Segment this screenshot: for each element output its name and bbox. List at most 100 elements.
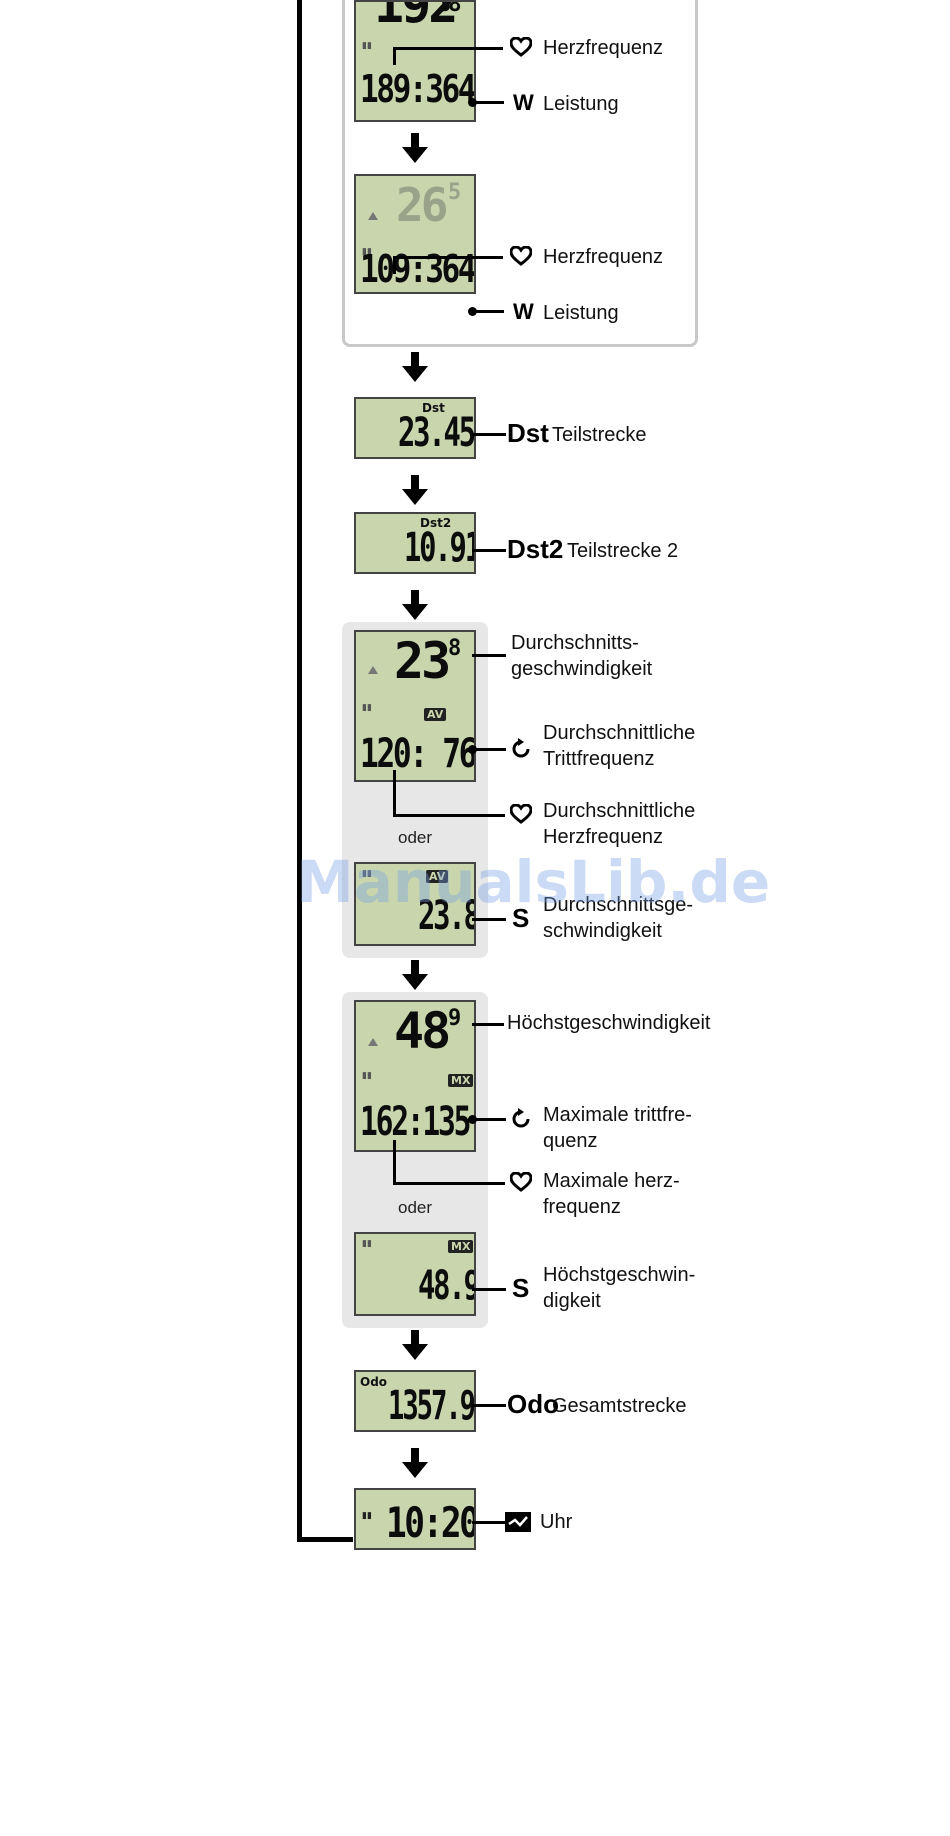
lcd-max-s-value: 48.9 [418, 1263, 476, 1309]
lcd-unit-marker: ▮▮ [362, 41, 372, 51]
heart-icon [510, 37, 532, 57]
connector-dot [468, 98, 477, 107]
label-dst2-symbol: Dst2 [507, 534, 564, 564]
heart-icon [510, 1172, 532, 1192]
lcd-hr-power: 189:364 [360, 67, 475, 111]
lcd-power-1: 192 38 ▮▮ 189:364 [354, 0, 476, 122]
lcd-avg-speed: 23 [394, 632, 451, 690]
lcd-power-2: 26 5 ▮▮ 109:364 [354, 174, 476, 294]
label-or: oder [398, 828, 433, 847]
label-avg-heart-rate: Durchschnittliche [543, 800, 696, 822]
lcd-mx-badge: MX [448, 1240, 474, 1253]
connector-dot [468, 745, 477, 754]
label-max-cadence: Maximale trittfre- [543, 1104, 692, 1126]
label-trip-distance-2: Teilstrecke 2 [567, 540, 679, 562]
label-dst-symbol: Dst [507, 418, 549, 448]
connector-power-1 [472, 101, 504, 104]
arrow-down-icon [402, 1330, 428, 1360]
label-avg-cadence: Durchschnittliche [543, 722, 696, 744]
clock-icon [505, 1512, 531, 1532]
flow-line-vertical [297, 0, 302, 1542]
label-w-symbol: W [513, 90, 534, 115]
connector-dot [468, 307, 477, 316]
lcd-clock-value: 10:20 [386, 1498, 476, 1547]
label-avg-speed-2: geschwindigkeit [511, 658, 653, 680]
label-avg-speed: Durchschnitts- [511, 632, 639, 654]
arrow-down-icon [402, 1448, 428, 1478]
connector-max-hr-drop [393, 1140, 396, 1185]
lcd-clock: ▮▮ 10:20 [354, 1488, 476, 1550]
connector-avg-hr-drop [393, 770, 396, 817]
label-max-s-2: digkeit [543, 1290, 601, 1312]
cadence-icon [512, 738, 530, 758]
lcd-speed: 192 [374, 0, 458, 34]
lcd-speed-decimal: 38 [438, 0, 461, 17]
lcd-arrow-indicator [368, 212, 378, 220]
lcd-speed: 26 [396, 178, 448, 232]
lcd-arrow-indicator [368, 666, 378, 674]
lcd-odo-value: 1357.9 [388, 1383, 475, 1429]
lcd-dst-header: Dst [422, 401, 445, 415]
label-max-heart-rate: Maximale herz- [543, 1170, 680, 1192]
connector-hr-1-drop [393, 47, 396, 65]
connector-hr-2-drop [393, 256, 396, 274]
lcd-speed-decimal: 5 [448, 180, 461, 205]
label-avg-s: Durchschnittsge- [543, 894, 694, 916]
label-avg-cadence-2: Trittfrequenz [543, 748, 655, 770]
connector-avg-speed [472, 654, 506, 657]
label-heart-rate: Herzfrequenz [543, 37, 664, 59]
connector-avg-hr [393, 814, 505, 817]
connector-dst [472, 433, 506, 436]
connector-power-2 [472, 310, 504, 313]
label-w-symbol: W [513, 299, 534, 324]
lcd-unit-marker: ▮▮ [362, 1239, 372, 1249]
lcd-maximum-s: ▮▮ MX 48.9 [354, 1232, 476, 1316]
lcd-average: 23 8 ▮▮ AV 120: 76 [354, 630, 476, 782]
connector-hr-2 [393, 256, 503, 259]
label-power: Leistung [543, 302, 619, 324]
label-max-s: Höchstgeschwin- [543, 1264, 696, 1286]
lcd-av-badge: AV [424, 708, 447, 721]
label-power: Leistung [543, 93, 619, 115]
label-or: oder [398, 1198, 433, 1217]
lcd-clock-marker: ▮▮ [362, 1511, 372, 1521]
arrow-down-icon [402, 133, 428, 163]
lcd-arrow-indicator [368, 1038, 378, 1046]
connector-hr-1 [393, 47, 503, 50]
lcd-maximum: 48 9 ▮▮ MX 162:135 [354, 1000, 476, 1152]
lcd-dst-value: 23.45 [398, 410, 474, 456]
label-max-speed: Höchstgeschwindigkeit [507, 1012, 711, 1034]
label-s-symbol: S [512, 903, 530, 933]
label-max-heart-rate-2: frequenz [543, 1196, 621, 1218]
lcd-avg-speed-decimal: 8 [448, 636, 461, 661]
arrow-down-icon [402, 475, 428, 505]
heart-icon [510, 804, 532, 824]
connector-max-cad [472, 1118, 506, 1121]
connector-max-speed [472, 1023, 504, 1026]
lcd-dst2-value: 10.91 [404, 525, 476, 571]
lcd-dst2-header: Dst2 [420, 516, 452, 530]
lcd-avg-s-value: 23.8 [418, 893, 476, 939]
lcd-unit-marker: ▮▮ [362, 247, 372, 257]
connector-max-hr [393, 1182, 505, 1185]
label-s-symbol: S [512, 1273, 530, 1303]
lcd-max-speed: 48 [394, 1002, 451, 1060]
lcd-odo-header: Odo [360, 1375, 388, 1389]
label-clock: Uhr [540, 1511, 573, 1533]
connector-odo [472, 1404, 506, 1407]
lcd-unit-marker: ▮▮ [362, 703, 372, 713]
connector-dot [468, 1115, 477, 1124]
arrow-down-icon [402, 590, 428, 620]
connector-dst2 [472, 549, 506, 552]
lcd-unit-marker: ▮▮ [362, 1071, 372, 1081]
lcd-unit-marker: ▮▮ [362, 869, 372, 879]
label-avg-heart-rate-2: Herzfrequenz [543, 826, 664, 848]
label-trip-distance: Teilstrecke [552, 424, 647, 446]
connector-max-s [472, 1288, 506, 1291]
label-odometer: Gesamtstrecke [552, 1395, 687, 1417]
connector-avg-s [472, 918, 506, 921]
lcd-average-s: ▮▮ AV 23.8 [354, 862, 476, 946]
flow-line-bottom [297, 1537, 353, 1542]
lcd-odometer: Odo 1357.9 [354, 1370, 476, 1432]
label-avg-s-2: schwindigkeit [543, 920, 662, 942]
